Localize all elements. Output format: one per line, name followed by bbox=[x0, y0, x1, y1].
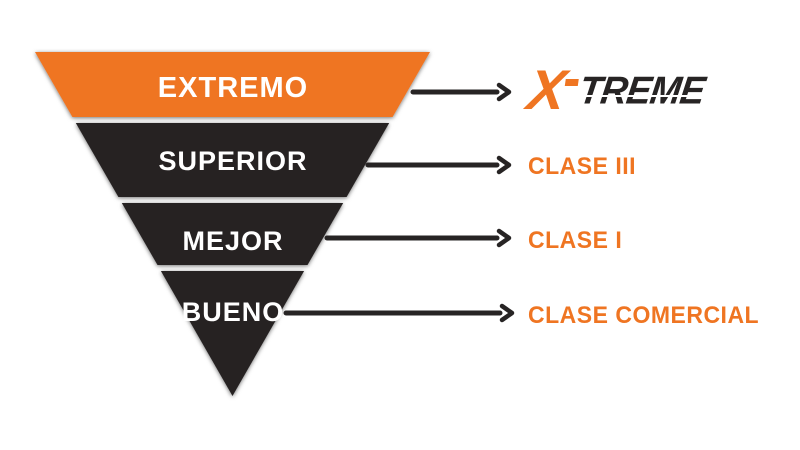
class-label-clase-iii: CLASE III bbox=[528, 151, 637, 180]
brand-logo-rest-letters: TREME bbox=[576, 68, 708, 112]
class-label-clase-comercial: CLASE COMERCIAL bbox=[528, 300, 760, 329]
funnel-segment-mejor bbox=[121, 203, 344, 265]
arrow-head-icon bbox=[496, 82, 512, 102]
brand-logo-dash-icon bbox=[565, 78, 580, 86]
arrow-head-icon bbox=[496, 228, 512, 248]
funnel-label-bueno: BUENO bbox=[181, 297, 285, 327]
class-label-clase-i: CLASE I bbox=[528, 225, 623, 254]
funnel-segment-superior bbox=[75, 123, 390, 197]
arrow-head-icon bbox=[499, 303, 515, 323]
funnel-label-mejor: MEJOR bbox=[182, 226, 284, 256]
funnel-segment-extremo bbox=[35, 52, 430, 117]
arrow-head-icon bbox=[496, 155, 512, 175]
funnel-label-extremo: EXTREMO bbox=[157, 72, 309, 104]
brand-logo-xtreme: X TREME bbox=[523, 58, 708, 121]
funnel-segment-bueno bbox=[160, 271, 305, 396]
funnel-label-superior: SUPERIOR bbox=[158, 146, 308, 176]
brand-logo-x-letter: X bbox=[523, 58, 569, 121]
brand-logo-wordmark: TREME bbox=[576, 68, 708, 112]
